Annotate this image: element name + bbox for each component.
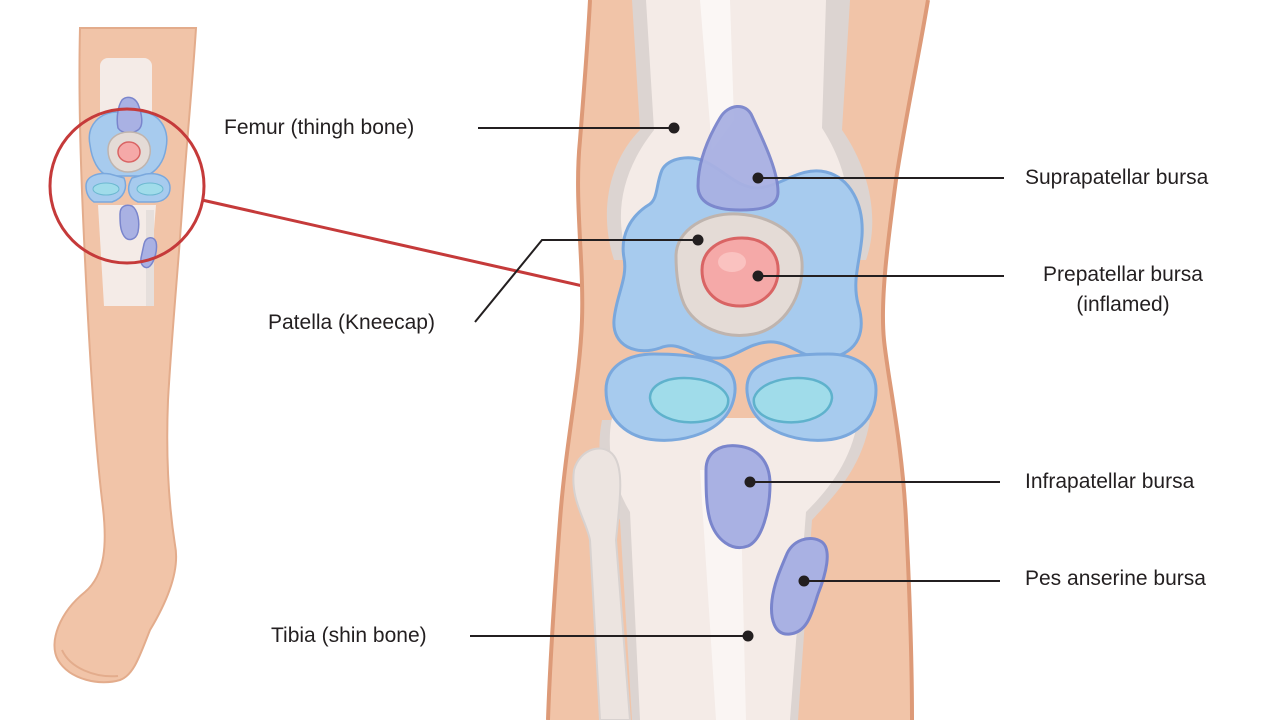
patella-leader xyxy=(474,239,698,323)
zoom-callout-circle xyxy=(48,107,206,265)
small-infrapatellar-bursa xyxy=(119,204,140,241)
tibia-label: Tibia (shin bone) xyxy=(271,624,427,647)
suprapatellar-bursa xyxy=(696,105,780,212)
meniscus-left xyxy=(648,376,730,424)
prepatellar-label-line1: Prepatellar bursa xyxy=(1043,263,1203,286)
small-meniscus-left xyxy=(92,182,120,196)
leader-points xyxy=(668,122,810,642)
prepatellar-label: Prepatellar bursa (inflamed) xyxy=(1025,262,1221,319)
pes-anserine-point xyxy=(798,575,810,587)
small-meniscus-right xyxy=(136,182,164,196)
pes-anserine-label: Pes anserine bursa xyxy=(1025,567,1206,590)
prepatellar-label-line2: (inflamed) xyxy=(1076,293,1170,317)
meniscus-right xyxy=(752,376,834,424)
prepatellar-point xyxy=(752,270,764,282)
small-suprapatellar-bursa xyxy=(116,96,143,134)
small-prepatellar-bursa xyxy=(117,141,141,163)
zoom-callout-connector xyxy=(201,198,637,300)
infrapatellar-point xyxy=(744,476,756,488)
small-tibia xyxy=(98,205,156,306)
suprapatellar-point xyxy=(752,172,764,184)
prepatellar-bursa-highlight xyxy=(718,252,746,272)
tibia-point xyxy=(742,630,754,642)
prepatellar-bursa-inflamed xyxy=(700,236,780,308)
infrapatellar-label: Infrapatellar bursa xyxy=(1025,470,1195,493)
infrapatellar-bursa xyxy=(704,444,772,549)
pes-anserine-bursa xyxy=(770,537,829,636)
small-foot-toes xyxy=(61,649,119,678)
small-leg-illustration xyxy=(53,27,198,684)
large-leg-outline-right xyxy=(880,0,930,720)
patella-label: Patella (Kneecap) xyxy=(268,311,435,334)
patella-point xyxy=(692,234,704,246)
fibula-bone xyxy=(572,447,632,720)
suprapatellar-label: Suprapatellar bursa xyxy=(1025,166,1209,189)
femur-label: Femur (thingh bone) xyxy=(224,116,415,139)
leader-lines xyxy=(470,127,1004,637)
large-knee-illustration xyxy=(546,0,930,720)
femur-point xyxy=(668,122,680,134)
large-leg-outline-left xyxy=(546,0,592,720)
